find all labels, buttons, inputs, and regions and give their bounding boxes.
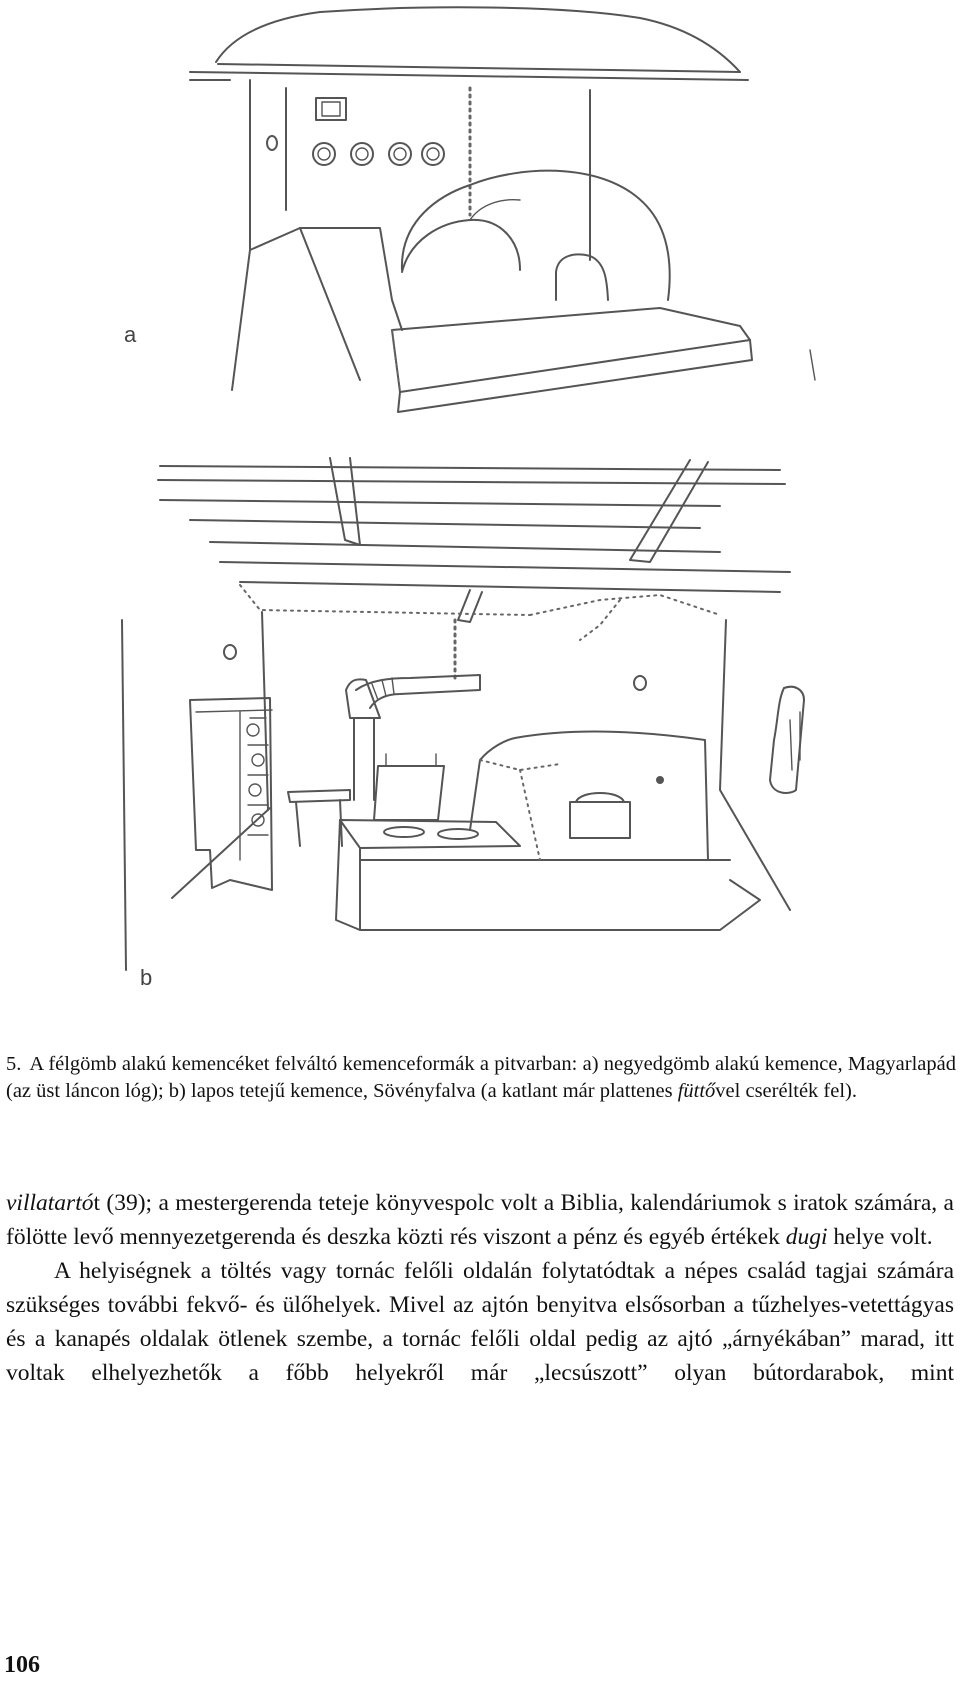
sketch-illustration-a [189, 6, 816, 413]
figure-illustrations: a [121, 6, 816, 990]
figure-caption: 5.A félgömb alakú kemencéket felváltó ke… [6, 1051, 956, 1105]
figure-label-b: b [140, 965, 152, 990]
paragraph-1-italic-2: dugi [785, 1224, 828, 1250]
caption-italic-term: füttő [677, 1080, 716, 1102]
page-number: 106 [4, 1652, 40, 1678]
figure-label-a: a [124, 322, 137, 347]
sketch-illustration: a [121, 6, 816, 990]
body-text: villatartót (39); a mestergerenda teteje… [6, 1186, 954, 1390]
sketch-illustration-b [121, 457, 805, 971]
paragraph-1-italic: villatartó [6, 1190, 94, 1216]
paragraph-1: villatartót (39); a mestergerenda teteje… [6, 1186, 954, 1254]
paragraph-1-text-2: helye volt. [827, 1224, 933, 1250]
caption-number: 5. [6, 1053, 22, 1075]
caption-text-1: A félgömb alakú kemencéket felváltó keme… [6, 1053, 956, 1102]
paragraph-2: A helyiségnek a töltés vagy tornác felől… [6, 1258, 954, 1386]
paragraph-1-text: t (39); a mestergerenda teteje könyvespo… [6, 1190, 954, 1250]
caption-text-2: vel cserélték fel). [715, 1080, 858, 1102]
